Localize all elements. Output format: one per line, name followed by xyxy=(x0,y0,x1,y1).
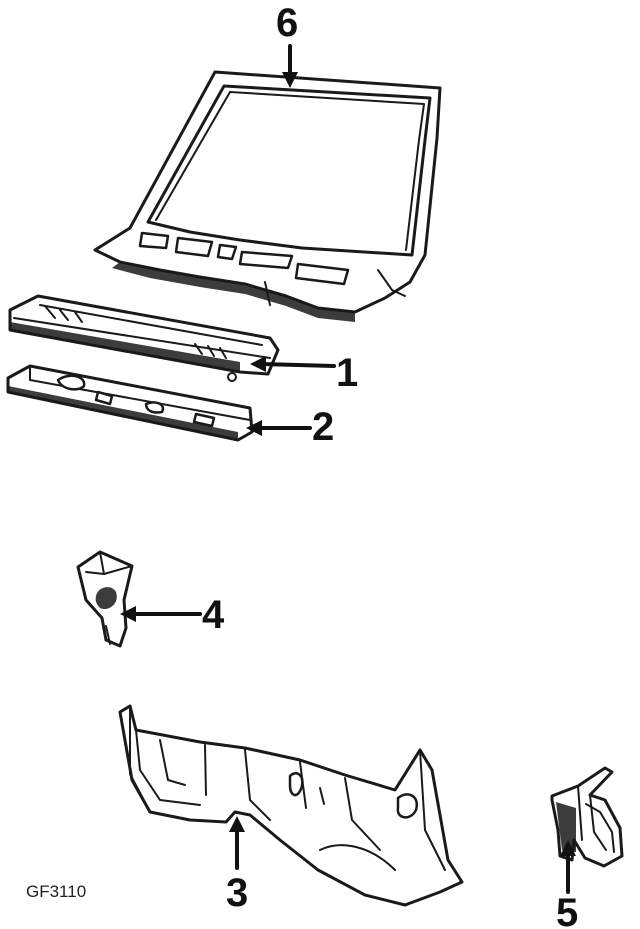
side-bracket xyxy=(76,550,134,648)
windshield-assembly xyxy=(93,70,442,322)
leader-arrow-4 xyxy=(120,606,202,622)
cowl-lower-panel xyxy=(6,364,254,442)
callout-3: 3 xyxy=(226,871,248,915)
leader-arrow-2 xyxy=(246,420,312,436)
cowl-top-panel xyxy=(8,294,280,382)
side-panel-reinforcement xyxy=(550,766,624,868)
leader-arrow-6 xyxy=(282,44,298,88)
dash-panel xyxy=(118,704,464,907)
callout-4: 4 xyxy=(202,593,225,637)
leader-arrow-1 xyxy=(250,356,336,372)
leader-arrow-3 xyxy=(229,816,245,870)
leader-arrow-5 xyxy=(560,840,576,894)
callout-5: 5 xyxy=(556,891,578,929)
catalog-code: GF3110 xyxy=(26,882,86,901)
callout-6: 6 xyxy=(276,1,298,45)
callout-1: 1 xyxy=(336,351,358,395)
callout-2: 2 xyxy=(312,405,334,449)
